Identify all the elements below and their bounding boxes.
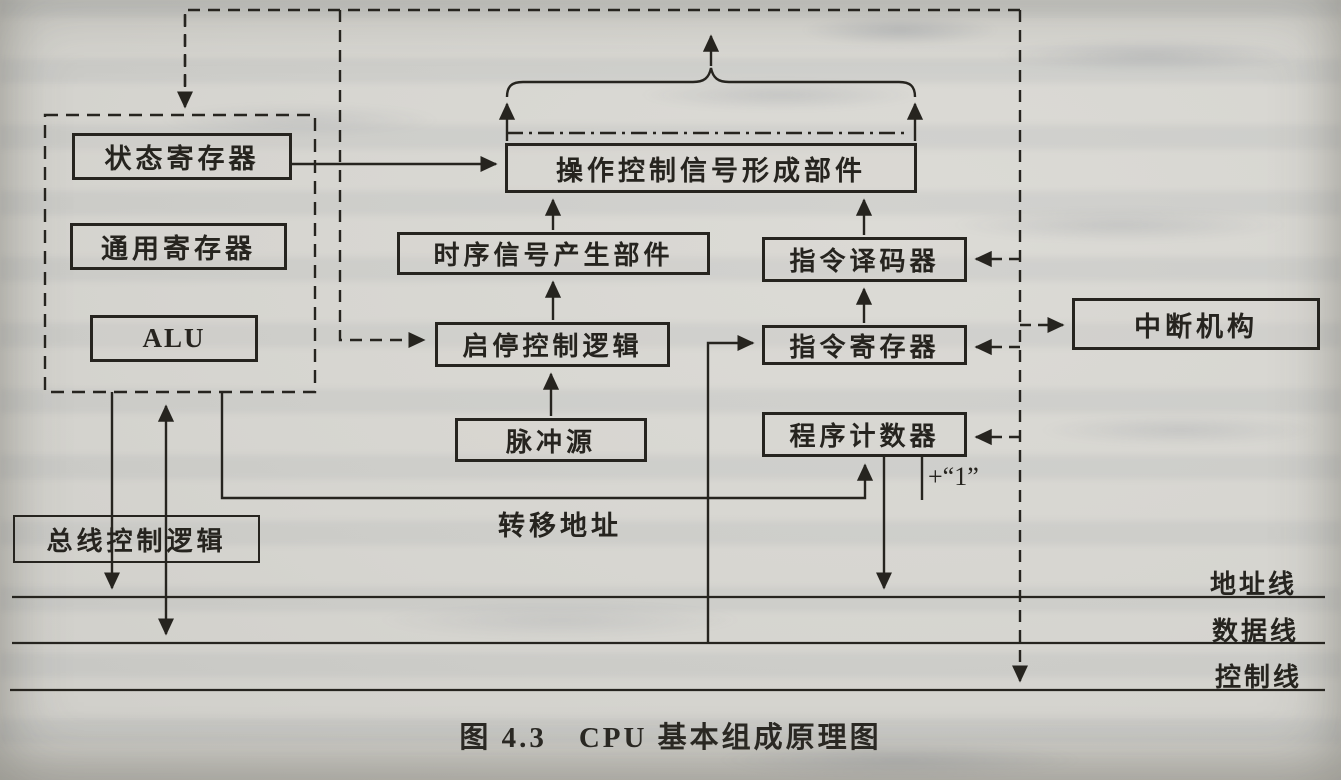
general-register-box: 通用寄存器	[70, 223, 287, 270]
program-counter-box: 程序计数器	[762, 412, 967, 457]
bus-control-logic-box: 总线控制逻辑	[13, 515, 260, 563]
instruction-decoder-box: 指令译码器	[762, 237, 967, 282]
dashed-arrow-into-start-stop	[338, 10, 426, 349]
operation-control-signal-unit-label: 操作控制信号形成部件	[556, 155, 866, 186]
alu-box: ALU	[90, 315, 258, 362]
start-stop-control-logic-box: 启停控制逻辑	[435, 322, 670, 367]
instruction-register-box: 指令寄存器	[762, 325, 967, 365]
timing-signal-generator-box: 时序信号产生部件	[397, 232, 710, 275]
top-dashed-path	[183, 8, 1020, 107]
interrupt-mechanism-label: 中断机构	[1134, 311, 1258, 342]
bus-control-logic-label: 总线控制逻辑	[46, 526, 227, 556]
control-bus-label: 控制线	[1215, 663, 1303, 692]
pulse-source-box: 脉冲源	[455, 418, 647, 462]
branch-address-path	[220, 392, 874, 500]
interrupt-mechanism-box: 中断机构	[1072, 298, 1320, 350]
data-bus-label: 数据线	[1212, 617, 1300, 646]
address-bus-label: 地址线	[1210, 570, 1298, 599]
instruction-register-label: 指令寄存器	[789, 332, 940, 362]
status-register-box: 状态寄存器	[72, 133, 292, 180]
timing-signal-generator-label: 时序信号产生部件	[433, 241, 674, 270]
plus-one-label: +“1”	[928, 462, 979, 491]
program-counter-label: 程序计数器	[789, 422, 940, 451]
alu-label: ALU	[142, 323, 206, 353]
figure-caption: 图 4.3 CPU 基本组成原理图	[459, 722, 882, 754]
general-register-label: 通用寄存器	[101, 234, 256, 264]
register-section-dashed-box	[43, 113, 317, 394]
instruction-decoder-label: 指令译码器	[789, 247, 940, 276]
branch-address-label: 转移地址	[498, 511, 622, 541]
control-signals-brace	[505, 67, 917, 98]
start-stop-control-logic-label: 启停控制逻辑	[462, 332, 643, 361]
operation-control-signal-unit-box: 操作控制信号形成部件	[505, 143, 917, 193]
line-databus-to-ir	[706, 334, 755, 643]
status-register-label: 状态寄存器	[104, 144, 260, 174]
pulse-source-label: 脉冲源	[505, 427, 596, 457]
